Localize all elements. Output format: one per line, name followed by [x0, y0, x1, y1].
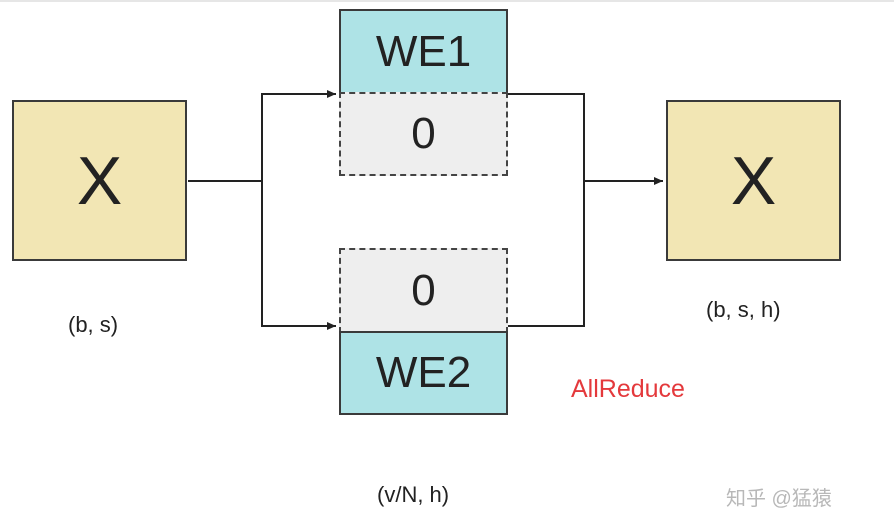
- output-x-box: X: [666, 100, 841, 261]
- branch-top-line: [261, 90, 336, 181]
- watermark-text: 知乎 @猛猿: [726, 488, 832, 510]
- zero-top-text: 0: [411, 109, 436, 158]
- merge-top-line: [508, 93, 585, 181]
- zero-block-top: 0: [339, 92, 508, 176]
- output-x-text: X: [730, 142, 777, 219]
- weight-block-we2: WE2: [339, 331, 508, 415]
- input-x-box: X: [12, 100, 187, 261]
- embedding-shape-label: (v/N, h): [377, 482, 450, 507]
- we2-text: WE2: [375, 348, 472, 397]
- input-shape-label: (b, s): [68, 312, 119, 337]
- we1-text: WE1: [375, 26, 472, 76]
- zero-block-bottom: 0: [339, 248, 508, 333]
- weight-block-we1: WE1: [339, 9, 508, 94]
- merge-bottom-line: [508, 181, 585, 327]
- zero-bottom-text: 0: [411, 265, 436, 315]
- output-shape-label: (b, s, h): [706, 297, 781, 322]
- allreduce-label: AllReduce: [571, 375, 685, 403]
- input-x-text: X: [76, 142, 123, 219]
- top-divider: [0, 0, 894, 2]
- branch-bottom-line: [261, 181, 336, 330]
